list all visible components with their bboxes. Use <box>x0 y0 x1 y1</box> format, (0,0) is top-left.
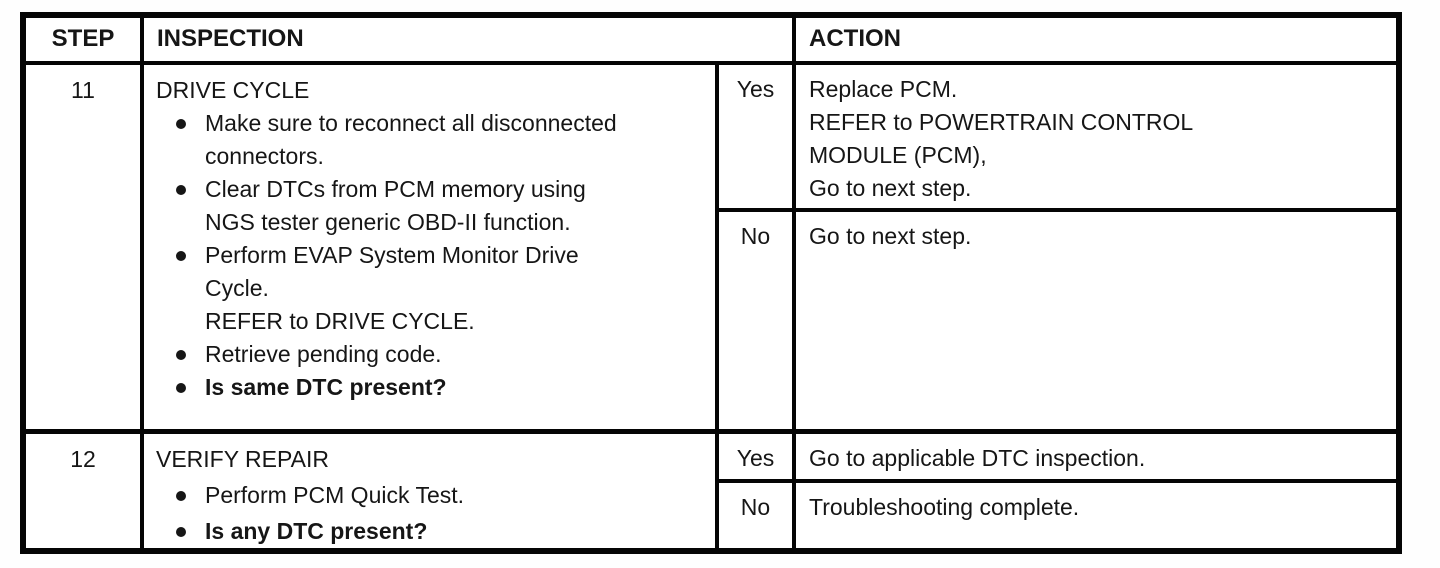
action-line: Replace PCM. <box>809 75 958 102</box>
inspection-title: DRIVE CYCLE <box>156 76 310 103</box>
list-item: Retrieve pending code. <box>156 338 705 371</box>
action-line: Troubleshooting complete. <box>809 494 1080 520</box>
table-header-row: STEP INSPECTION ACTION <box>26 18 1396 65</box>
question-text: Is same DTC present? <box>205 373 447 400</box>
list-item-text: connectors. <box>205 142 324 169</box>
action-cell: Troubleshooting complete. <box>796 483 1396 548</box>
bullet-icon <box>176 527 186 537</box>
list-item: Clear DTCs from PCM memory using <box>156 173 705 206</box>
list-item-continuation: Cycle. <box>156 272 705 305</box>
troubleshooting-table: STEP INSPECTION ACTION 11 DRIVE CYCLE Ma… <box>20 12 1402 554</box>
answer-label: Yes <box>719 64 796 208</box>
result-row-no: No Troubleshooting complete. <box>719 483 1396 548</box>
list-item: Perform PCM Quick Test. <box>156 479 705 512</box>
action-line: MODULE (PCM), <box>809 141 987 168</box>
bullet-icon <box>176 184 186 195</box>
inspection-cell: VERIFY REPAIR Perform PCM Quick Test. Is… <box>144 434 719 548</box>
list-item-text: REFER to DRIVE CYCLE. <box>205 307 475 334</box>
answer-label: No <box>719 211 796 429</box>
list-item-continuation: connectors. <box>156 140 705 173</box>
action-line: Go to applicable DTC inspection. <box>809 445 1146 471</box>
bullet-icon <box>176 491 186 501</box>
action-cell: Go to applicable DTC inspection. <box>796 434 1396 479</box>
list-item: Perform EVAP System Monitor Drive <box>156 239 705 272</box>
list-item-continuation: REFER to DRIVE CYCLE. <box>156 305 705 338</box>
bullet-icon <box>176 118 186 129</box>
header-inspection: INSPECTION <box>144 18 796 61</box>
table-row-step-12: 12 VERIFY REPAIR Perform PCM Quick Test.… <box>26 434 1396 548</box>
bullet-icon <box>176 349 186 360</box>
list-item-text: Perform PCM Quick Test. <box>205 482 465 508</box>
list-item-text: Make sure to reconnect all disconnected <box>205 109 617 136</box>
result-row-yes: Yes Go to applicable DTC inspection. <box>719 434 1396 483</box>
list-item-text: Perform EVAP System Monitor Drive <box>205 241 579 268</box>
answer-label: Yes <box>719 434 796 479</box>
step-number: 11 <box>26 64 144 429</box>
question-text: Is any DTC present? <box>205 518 428 544</box>
results-block: Yes Go to applicable DTC inspection. No … <box>719 434 1396 548</box>
list-item-text: Retrieve pending code. <box>205 340 442 367</box>
list-item-text: NGS tester generic OBD-II function. <box>205 208 571 235</box>
list-item: Is same DTC present? <box>156 371 705 404</box>
header-step: STEP <box>26 18 144 61</box>
action-line: REFER to POWERTRAIN CONTROL <box>809 108 1194 135</box>
list-item-text: Cycle. <box>205 274 269 301</box>
list-item: Is any DTC present? <box>156 515 705 548</box>
list-item-continuation: NGS tester generic OBD-II function. <box>156 206 705 239</box>
list-item: Make sure to reconnect all disconnected <box>156 107 705 140</box>
answer-label: No <box>719 483 796 548</box>
action-cell: Go to next step. <box>796 212 1396 429</box>
bullet-icon <box>176 382 186 393</box>
result-row-yes: Yes Replace PCM. REFER to POWERTRAIN CON… <box>719 64 1396 212</box>
list-item-text: Clear DTCs from PCM memory using <box>205 175 586 202</box>
inspection-title: VERIFY REPAIR <box>156 446 329 472</box>
step-number: 12 <box>26 434 144 548</box>
action-line: Go to next step. <box>809 222 972 249</box>
result-row-no: No Go to next step. <box>719 211 1396 429</box>
action-cell: Replace PCM. REFER to POWERTRAIN CONTROL… <box>796 65 1396 208</box>
results-block: Yes Replace PCM. REFER to POWERTRAIN CON… <box>719 64 1396 429</box>
action-line: Go to next step. <box>809 174 972 201</box>
bullet-icon <box>176 250 186 261</box>
header-action: ACTION <box>809 25 901 53</box>
table-row-step-11: 11 DRIVE CYCLE Make sure to reconnect al… <box>26 64 1396 434</box>
inspection-cell: DRIVE CYCLE Make sure to reconnect all d… <box>144 64 719 429</box>
